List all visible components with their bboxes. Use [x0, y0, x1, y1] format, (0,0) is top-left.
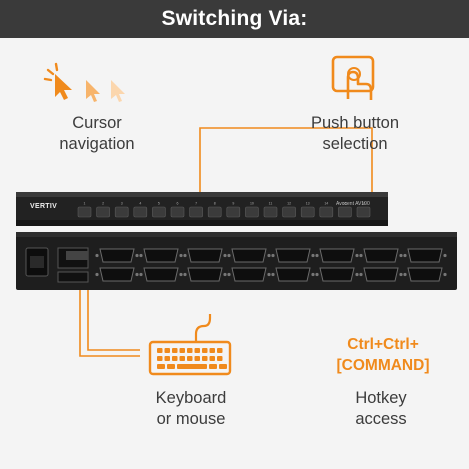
push-button-connector-line	[199, 127, 373, 196]
port-button: 8	[207, 202, 222, 218]
port-number-label: 1	[84, 202, 86, 206]
touch-press-icon	[331, 55, 375, 100]
port-button: 7	[189, 202, 203, 218]
push-button-label-line1: Push button	[310, 114, 400, 132]
rear-port	[227, 248, 271, 263]
device-model: Avocent AV100	[336, 201, 370, 207]
rear-port	[139, 248, 183, 263]
hotkey-combo-line1: Ctrl+Ctrl+	[347, 336, 419, 353]
hotkey-access-label: Hotkey access	[328, 388, 434, 430]
header-title: Switching Via:	[161, 7, 308, 30]
hotkey-label-line2: access	[355, 410, 407, 428]
push-button-label: Push button selection	[295, 113, 415, 155]
cursor-label-line2: navigation	[59, 135, 135, 153]
port-button: 11	[263, 202, 278, 218]
rear-port	[183, 248, 227, 263]
port-number-label: 9	[232, 202, 234, 206]
port-button: 6	[170, 202, 185, 218]
port-number-label: 13	[306, 202, 310, 206]
port-number-label: 7	[195, 202, 197, 206]
port-number-label: 6	[177, 202, 179, 206]
kvm-rear-panel	[16, 232, 457, 290]
port-number-label: 12	[287, 202, 291, 206]
cursor-label-line1: Cursor	[72, 114, 122, 132]
hotkey-label-line1: Hotkey	[355, 389, 407, 407]
port-number-label: 4	[139, 202, 141, 206]
cursor-navigation-label: Cursor navigation	[44, 113, 150, 155]
device-brand-text: VERTIV	[30, 203, 58, 210]
device-brand: VERTIV	[30, 203, 57, 210]
port-button: 13	[300, 202, 315, 218]
port-button: 12	[282, 202, 296, 218]
hotkey-combo-line2: [COMMAND]	[336, 357, 430, 374]
keyboard-mouse-label: Keyboard or mouse	[138, 388, 244, 430]
dsub-ports	[95, 248, 447, 282]
port-number-label: 16	[362, 202, 366, 206]
device-model-text: Avocent AV100	[336, 201, 370, 207]
keyboard-connector-line-2	[79, 260, 140, 357]
port-number-label: 10	[250, 202, 254, 206]
port-number-label: 5	[158, 202, 160, 206]
port-button: 5	[152, 202, 166, 218]
rear-port	[183, 267, 227, 282]
rear-port	[271, 267, 315, 282]
port-number-label: 8	[214, 202, 216, 206]
keyboard-mouse-icon	[148, 314, 232, 376]
port-button: 2	[96, 202, 110, 218]
rear-port	[359, 267, 403, 282]
port-button: 16	[356, 202, 371, 218]
port-number-label: 14	[324, 202, 328, 206]
port-button: 3	[114, 202, 129, 218]
rear-port	[315, 267, 359, 282]
keyboard-label-line2: or mouse	[156, 410, 226, 428]
rear-port	[315, 248, 359, 263]
rear-port	[95, 267, 139, 282]
keyboard-label-line1: Keyboard	[155, 389, 227, 407]
port-button: 1	[77, 202, 92, 218]
rear-port	[359, 248, 403, 263]
port-number-label: 11	[269, 202, 273, 206]
rear-port	[271, 248, 315, 263]
cursor-arrows-icon	[43, 62, 125, 102]
rear-port	[139, 267, 183, 282]
port-number-label: 2	[102, 202, 104, 206]
port-button: 10	[245, 202, 259, 218]
port-button: 14	[319, 202, 334, 218]
port-number-label: 15	[343, 202, 347, 206]
push-button-label-line2: selection	[322, 135, 388, 153]
hotkey-combo: Ctrl+Ctrl+ [COMMAND]	[318, 334, 448, 376]
port-button: 4	[133, 202, 148, 218]
rear-port	[227, 267, 271, 282]
rear-port	[403, 267, 447, 282]
rear-port	[95, 248, 139, 263]
header-bar: Switching Via:	[0, 0, 469, 38]
port-number-label: 3	[121, 202, 123, 206]
port-button: 15	[338, 202, 352, 218]
rear-port	[403, 248, 447, 263]
port-button: 9	[226, 202, 241, 218]
